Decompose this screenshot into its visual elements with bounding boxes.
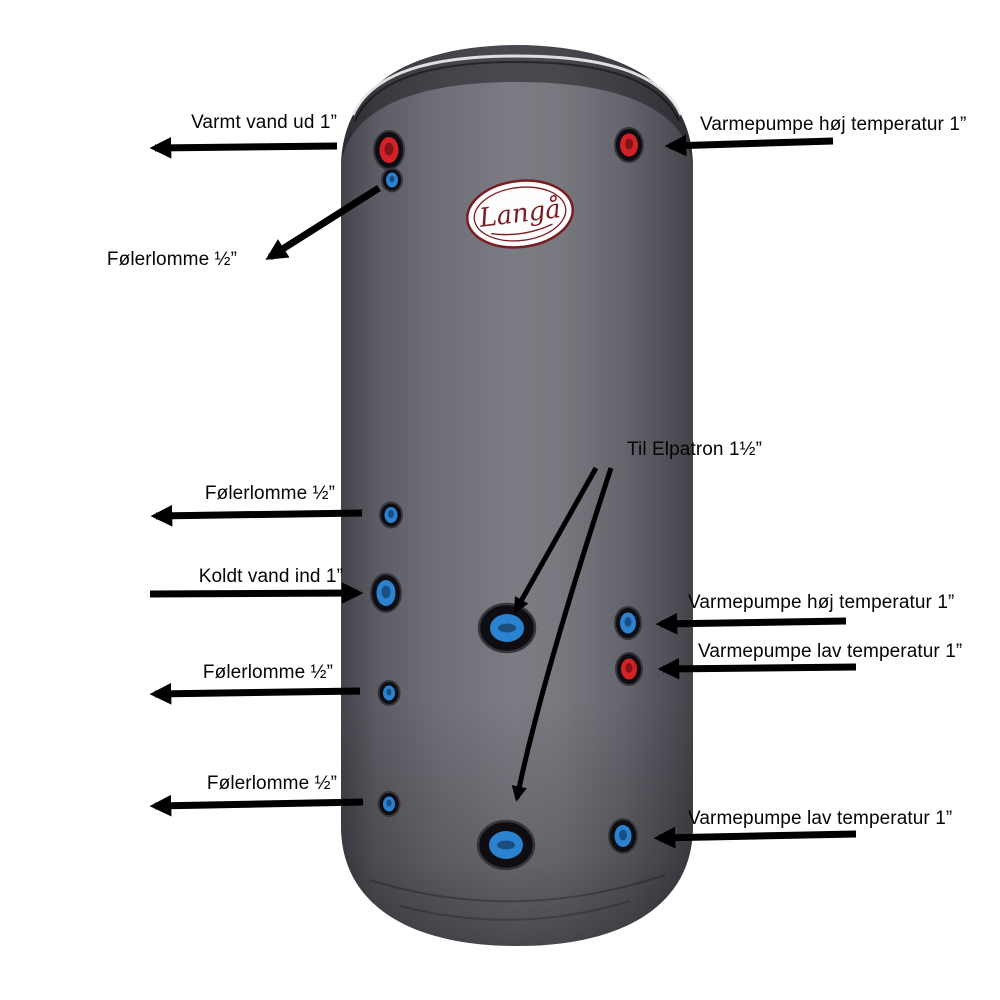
port-cap — [621, 658, 637, 680]
logo-oval-outer — [465, 179, 575, 249]
port-cap — [384, 507, 398, 523]
arrow-varmt-vand-ud — [149, 136, 338, 159]
arrow-varmepumpe-hoej-top — [664, 134, 834, 157]
port-cap — [383, 796, 395, 812]
arrow-varmepumpe-hoej-mid — [655, 612, 847, 635]
port-varmepumpe-lav-bottom — [608, 818, 638, 854]
arrow-koldt-vand-ind — [149, 582, 364, 604]
port-elpatron-top — [477, 602, 537, 654]
port-cap — [620, 133, 638, 157]
arrow-foelerlomme-mid — [149, 682, 361, 705]
arrow-til-elpatron-lower — [511, 467, 614, 802]
port-foelerlomme-upper — [379, 501, 403, 529]
port-cap — [376, 580, 396, 606]
port-varmepumpe-hoej-mid — [614, 606, 642, 640]
logo-flourish — [491, 223, 553, 236]
logo-oval-inner — [473, 186, 567, 242]
port-cap — [490, 614, 524, 642]
port-slot — [619, 829, 627, 841]
port-foelerlomme-mid — [377, 680, 401, 706]
tank-illustration: Langå — [341, 45, 693, 946]
port-slot — [384, 142, 394, 156]
arrow-foelerlomme-top — [265, 185, 381, 260]
port-cap — [379, 137, 399, 163]
port-cap — [386, 172, 398, 188]
label-varmepumpe-lav-temperatur-mid: Varmepumpe lav temperatur 1” — [698, 641, 963, 662]
tank-top-seam — [351, 54, 683, 116]
port-varmepumpe-lav-mid — [615, 652, 643, 686]
label-varmt-vand-ud: Varmt vand ud 1” — [191, 112, 337, 133]
label-til-elpatron: Til Elpatron 1½” — [627, 439, 763, 460]
port-slot — [498, 623, 516, 633]
label-foelerlomme-top: Følerlomme ½” — [106, 249, 237, 270]
port-slot — [386, 799, 392, 807]
port-slot — [624, 617, 632, 627]
port-foelerlomme-lower — [377, 791, 401, 817]
port-foelerlomme-top — [381, 167, 403, 193]
arrow-foelerlomme-lower — [149, 794, 364, 817]
tank-top-seam-shadow — [354, 60, 680, 122]
port-varmepumpe-hoej-top — [614, 127, 644, 163]
arrow-varmepumpe-lav-mid — [657, 657, 857, 680]
label-foelerlomme-mid: Følerlomme ½” — [202, 662, 333, 683]
port-varmt-vand-ud — [373, 130, 405, 170]
port-slot — [388, 510, 394, 518]
port-slot — [625, 138, 633, 150]
arrow-foelerlomme-upper — [150, 504, 363, 527]
label-varmepumpe-hoej-temperatur-top: Varmepumpe høj temperatur 1” — [700, 114, 967, 135]
label-varmepumpe-hoej-temperatur-mid: Varmepumpe høj temperatur 1” — [688, 592, 955, 613]
port-cap — [620, 612, 636, 634]
port-slot — [389, 175, 395, 183]
port-slot — [381, 585, 391, 599]
label-varmepumpe-lav-temperatur-bottom: Varmepumpe lav temperatur 1” — [688, 808, 953, 829]
port-slot — [625, 663, 633, 673]
annotation-arrows — [149, 134, 857, 849]
langa-logo: Langå — [465, 179, 575, 249]
port-cap — [614, 825, 632, 847]
label-foelerlomme-upper: Følerlomme ½” — [204, 483, 335, 504]
port-cap — [489, 831, 523, 859]
port-slot — [386, 688, 392, 696]
port-elpatron-bottom — [476, 819, 536, 871]
arrow-varmepumpe-lav-bottom — [653, 826, 857, 849]
label-koldt-vand-ind: Koldt vand ind 1” — [198, 566, 343, 587]
label-foelerlomme-lower: Følerlomme ½” — [206, 773, 337, 794]
tank-top-cap — [341, 45, 693, 165]
port-koldt-vand-ind — [370, 573, 402, 613]
arrow-til-elpatron-upper — [513, 466, 599, 614]
port-cap — [383, 685, 395, 701]
port-slot — [497, 840, 515, 850]
